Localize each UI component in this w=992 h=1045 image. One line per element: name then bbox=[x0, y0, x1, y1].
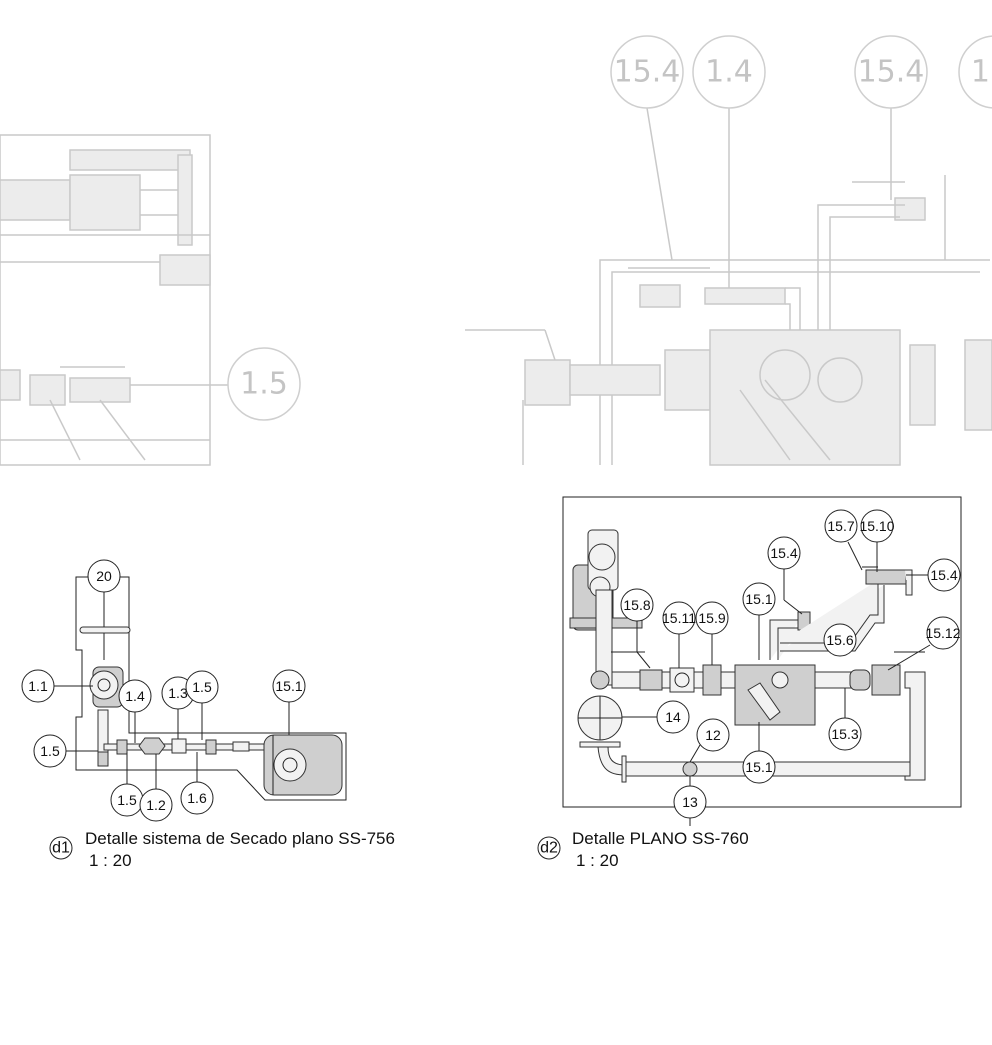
callout-bubble: 12 bbox=[696, 718, 730, 752]
callout-label: 20 bbox=[96, 568, 112, 584]
callout-label: 1.5 bbox=[117, 792, 137, 808]
callout-bubble: 1.4 bbox=[118, 679, 152, 713]
callout-label: 15.4 bbox=[770, 545, 797, 561]
detail-title: Detalle PLANO SS-760 bbox=[572, 829, 749, 848]
callout-bubble: 13 bbox=[673, 785, 707, 819]
callout-label: 15.3 bbox=[831, 726, 858, 742]
callout-label: 15.4 bbox=[614, 55, 681, 90]
callout-bubble: 1.5 bbox=[185, 670, 219, 704]
callout-bubble: 1.5 bbox=[110, 783, 144, 817]
callout-label: 15.1 bbox=[745, 591, 772, 607]
callout-bubble: 1.5 bbox=[227, 347, 301, 421]
callout-label: 15.4 bbox=[930, 567, 957, 583]
callout-bubble: 15 bbox=[958, 35, 992, 109]
callout-label: 14 bbox=[665, 709, 681, 725]
callout-bubble: 15.10 bbox=[859, 509, 895, 543]
callout-label: 15.12 bbox=[925, 625, 960, 641]
detail-title: Detalle sistema de Secado plano SS-756 bbox=[85, 829, 395, 848]
callout-bubble: 14 bbox=[656, 700, 690, 734]
callout-label: 15.9 bbox=[698, 610, 725, 626]
background-detail-right bbox=[465, 107, 992, 466]
callout-bubble: 15.1 bbox=[272, 669, 306, 703]
callout-bubble: 15.4 bbox=[854, 35, 928, 109]
detail-d1-caption: d1 Detalle sistema de Secado plano SS-75… bbox=[49, 829, 395, 870]
callout-label: 15.4 bbox=[858, 55, 925, 90]
callout-bubble: 15.12 bbox=[925, 616, 961, 650]
callout-bubble: 1.4 bbox=[692, 35, 766, 109]
callout-label: 1.1 bbox=[28, 678, 48, 694]
callout-label: 1.3 bbox=[168, 685, 188, 701]
callout-label: d2 bbox=[540, 840, 558, 857]
callout-bubble: 1.1 bbox=[21, 669, 55, 703]
detail-d2-drawing bbox=[562, 496, 962, 808]
callout-label: 15.7 bbox=[827, 518, 854, 534]
callout-bubble: 15.9 bbox=[695, 601, 729, 635]
detail-d1-drawing bbox=[75, 576, 347, 801]
detail-scale: 1 : 20 bbox=[576, 851, 619, 870]
callout-bubble: 1.2 bbox=[139, 788, 173, 822]
callout-label: 15.6 bbox=[826, 632, 853, 648]
callout-label: 1.4 bbox=[125, 688, 145, 704]
callout-label: 1.5 bbox=[40, 743, 60, 759]
callout-label: d1 bbox=[52, 840, 70, 857]
callout-bubble: 15.3 bbox=[828, 717, 862, 751]
callout-bubble: 15.4 bbox=[927, 558, 961, 592]
callout-bubble: 15.8 bbox=[620, 588, 654, 622]
callout-label: 13 bbox=[682, 794, 698, 810]
detail-d1-leaders bbox=[54, 592, 290, 789]
callout-label: 1.6 bbox=[187, 790, 207, 806]
background-callouts: 15.4 1.4 15.4 15 1.5 bbox=[227, 35, 992, 421]
background-detail-left bbox=[0, 134, 228, 466]
callout-label: 15.1 bbox=[745, 759, 772, 775]
detail-marker bbox=[49, 836, 73, 860]
callout-bubble: 15.1 bbox=[742, 750, 776, 784]
callout-bubble: 15.7 bbox=[824, 509, 858, 543]
callout-label: 1.4 bbox=[705, 55, 753, 90]
detail-marker bbox=[537, 836, 561, 860]
callout-label: 15.1 bbox=[275, 678, 302, 694]
callout-bubble: 15.11 bbox=[662, 601, 696, 635]
callout-bubble: 1.6 bbox=[180, 781, 214, 815]
detail-d2-callouts: 15.7 15.10 15.4 15.4 15.1 15.8 15.11 15.… bbox=[620, 509, 961, 819]
callout-label: 1.5 bbox=[240, 367, 288, 402]
callout-bubble: 15.6 bbox=[823, 623, 857, 657]
detail-scale: 1 : 20 bbox=[89, 851, 132, 870]
callout-label: 12 bbox=[705, 727, 721, 743]
callout-label: 1.2 bbox=[146, 797, 166, 813]
callout-bubble: 15.1 bbox=[742, 582, 776, 616]
detail-d1-callouts: 20 1.1 1.4 1.3 1.5 15.1 1.5 1.5 1.2 1.6 bbox=[21, 559, 306, 822]
callout-label: 15.8 bbox=[623, 597, 650, 613]
detail-d2-caption: d2 Detalle PLANO SS-760 1 : 20 bbox=[537, 829, 749, 870]
callout-bubble: 1.5 bbox=[33, 734, 67, 768]
callout-label: 1.5 bbox=[192, 679, 212, 695]
callout-bubble: 15.4 bbox=[767, 536, 801, 570]
callout-label: 15.10 bbox=[859, 518, 894, 534]
callout-label: 15 bbox=[971, 55, 992, 90]
callout-bubble: 20 bbox=[87, 559, 121, 593]
callout-bubble: 15.4 bbox=[610, 35, 684, 109]
callout-label: 15.11 bbox=[662, 610, 696, 626]
